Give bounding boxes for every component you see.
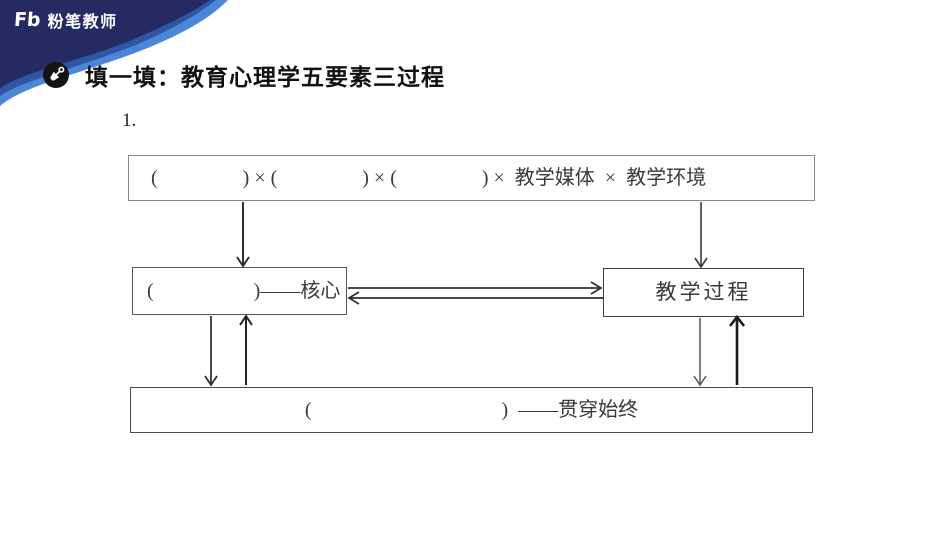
box-core-text: ( )——核心 [147,280,341,302]
arrow-process-to-core [347,291,603,305]
box-elements-text: ( ) × ( ) × ( ) × 教学媒体 × 教学环境 [151,167,707,189]
box-throughout: ( ) ——贯穿始终 [130,387,813,433]
box-teaching-process: 教学过程 [603,268,804,317]
box-elements: ( ) × ( ) × ( ) × 教学媒体 × 教学环境 [128,155,815,201]
fenbi-logo-mark: Fb [13,9,42,31]
shovel-icon [43,62,69,88]
arrow-process-to-throughout [693,318,707,387]
box-teaching-process-text: 教学过程 [655,280,752,304]
arrow-core-to-process [348,281,603,295]
fenbi-logo: Fb 粉笔教师 [13,8,118,32]
page-title: 填一填：教育心理学五要素三过程 [85,64,445,90]
arrow-throughout-to-process [728,314,746,385]
arrow-elements-to-core [236,202,250,268]
item-number: 1. [122,110,137,131]
fenbi-logo-name: 粉笔教师 [47,14,118,31]
box-core: ( )——核心 [132,267,347,315]
arrow-elements-to-process [694,202,708,269]
arrow-core-to-throughout [204,316,218,387]
box-throughout-text: ( ) ——贯穿始终 [304,399,639,421]
arrow-throughout-to-core [239,314,253,385]
